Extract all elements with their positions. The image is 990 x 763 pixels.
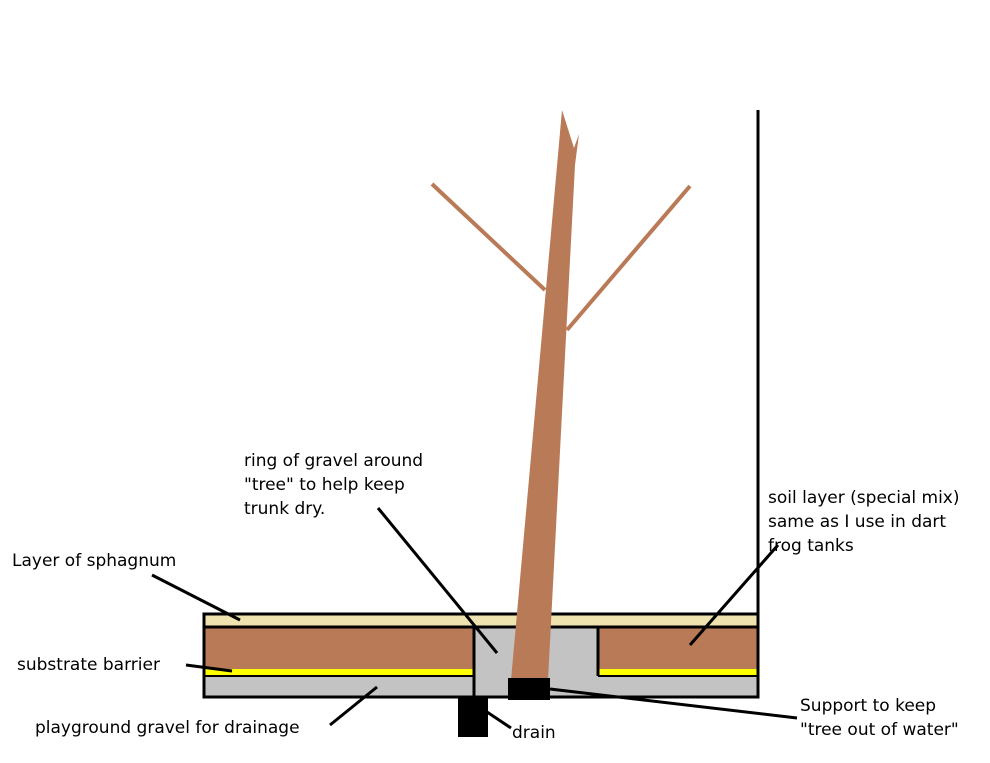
tree-support-block	[508, 678, 550, 700]
pointer-playground-gravel	[329, 685, 378, 727]
pointer-soil-layer	[688, 544, 780, 646]
pointer-ring-gravel	[376, 507, 499, 654]
pointer-support	[549, 687, 798, 720]
pointer-substrate-barrier	[185, 663, 233, 673]
label-sphagnum: Layer of sphagnum	[12, 551, 177, 571]
pointer-drain	[483, 708, 512, 730]
pointer-sphagnum	[151, 573, 241, 622]
tree-trunk	[511, 110, 579, 680]
label-support: Support to keep "tree out of water"	[800, 696, 959, 740]
sphagnum-layer	[204, 614, 758, 627]
tree-branch-right	[565, 184, 692, 332]
tree-branch-left	[430, 182, 547, 292]
label-drain: drain	[512, 723, 556, 743]
label-ring-gravel: ring of gravel around "tree" to help kee…	[244, 451, 424, 519]
label-substrate-barrier: substrate barrier	[17, 655, 160, 675]
label-playground-gravel: playground gravel for drainage	[35, 718, 300, 738]
label-soil-layer: soil layer (special mix) same as I use i…	[768, 488, 960, 556]
drain-pipe	[458, 697, 488, 737]
